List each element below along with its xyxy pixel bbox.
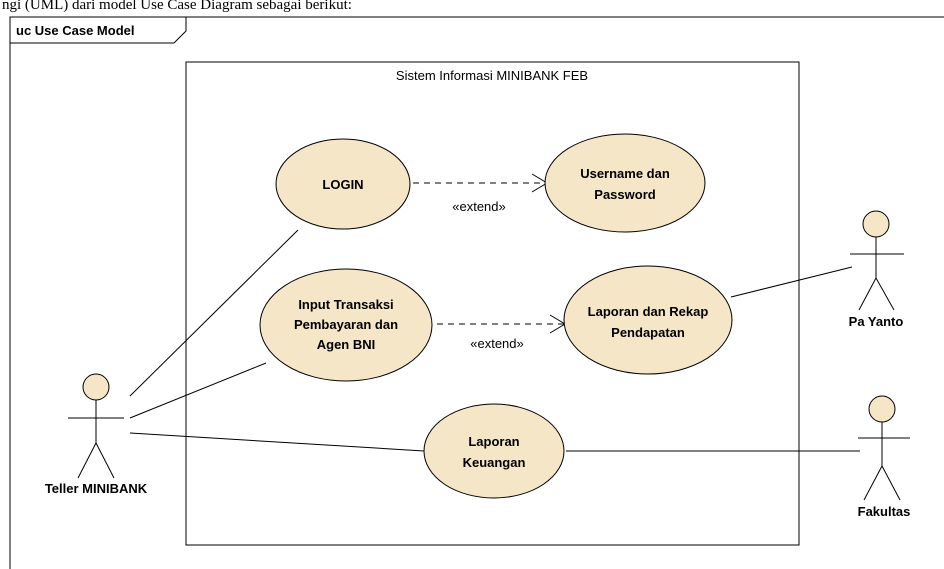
frame-tab [10,16,187,44]
usecase-input-label-line3: Agen BNI [317,337,376,352]
usecase-login[interactable]: LOGIN [275,138,411,230]
usecase-username-password[interactable]: Username dan Password [544,133,706,233]
actor-teller-head [82,373,110,401]
actor-payanto-head [862,210,890,238]
actor-fakultas[interactable]: Fakultas [858,395,911,519]
usecase-laporan-rekap[interactable]: Laporan dan Rekap Pendapatan [563,265,733,375]
diagram-frame: uc Use Case Model [9,16,944,569]
extend-label-2: «extend» [470,336,524,351]
page-caption: ngi (UML) dari model Use Case Diagram se… [2,0,352,13]
actor-fakultas-head [868,395,896,423]
usecase-laporan-keuangan-label-line2: Keuangan [463,455,526,470]
usecase-input-transaksi[interactable]: Input Transaksi Pembayaran dan Agen BNI [259,268,433,382]
usecase-input-ellipse [259,268,433,382]
actor-fakultas-label: Fakultas [858,504,911,519]
usecase-username-ellipse [544,133,706,233]
association-teller-login [129,229,299,397]
association-payanto-laporan-rekap [730,266,853,298]
usecase-input-label-line1: Input Transaksi [298,297,393,312]
system-boundary-box [185,61,800,546]
actor-teller-minibank[interactable]: Teller MINIBANK [45,373,148,496]
usecase-laporan-keuangan[interactable]: Laporan Keuangan [423,403,565,499]
frame-border [9,16,944,569]
extend-relations: «extend» «extend» [413,173,566,351]
frame-title: uc Use Case Model [16,23,135,38]
system-boundary-title: Sistem Informasi MINIBANK FEB [396,68,588,83]
usecase-username-label-line2: Password [594,187,655,202]
usecase-laporan-rekap-label-line1: Laporan dan Rekap [588,304,709,319]
actor-pa-yanto[interactable]: Pa Yanto [849,210,904,329]
actor-teller-leg-right [95,442,115,479]
associations [129,229,860,452]
usecase-laporan-rekap-label-line2: Pendapatan [611,325,685,340]
usecase-laporan-keuangan-label-line1: Laporan [468,434,519,449]
actor-teller-label: Teller MINIBANK [45,481,148,496]
actor-teller-leg-left [77,442,97,479]
usecase-laporan-keuangan-ellipse [423,403,565,499]
usecase-username-label-line1: Username dan [580,166,670,181]
association-teller-input [129,362,267,419]
extend-label-1: «extend» [452,199,506,214]
association-teller-laporan-keuangan [129,432,425,452]
usecase-login-label: LOGIN [322,177,363,192]
usecase-login-ellipse [275,138,411,230]
actor-payanto-leg-left [858,277,877,311]
actor-fakultas-leg-right [881,465,901,501]
usecase-input-label-line2: Pembayaran dan [294,317,398,332]
actor-fakultas-leg-left [863,465,883,501]
system-boundary: Sistem Informasi MINIBANK FEB [185,61,800,546]
actor-payanto-leg-right [875,277,895,311]
actor-payanto-label: Pa Yanto [849,314,904,329]
usecase-laporan-rekap-ellipse [563,265,733,375]
